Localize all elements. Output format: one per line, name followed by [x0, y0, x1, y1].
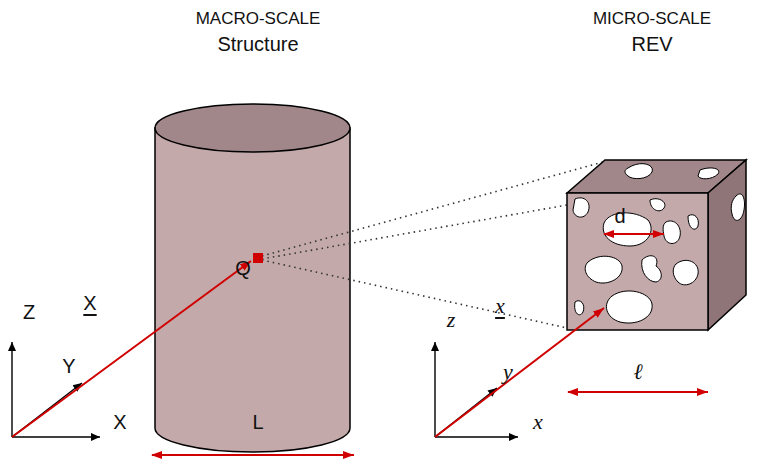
point-label: Q	[235, 258, 251, 278]
axis-label: Z	[23, 302, 35, 322]
vector-label: x	[495, 295, 505, 317]
heading: REV	[631, 34, 672, 54]
position-vector	[435, 308, 604, 437]
axis-label: y	[503, 361, 513, 383]
axis-label: z	[447, 309, 456, 331]
dimension-arrow	[568, 391, 708, 393]
vector-label: X	[83, 293, 96, 313]
pore-size-arrow	[604, 233, 664, 235]
dimension-label: d	[614, 206, 625, 226]
axis-label: x	[533, 411, 543, 433]
heading: Structure	[217, 34, 298, 54]
micro-axes	[435, 342, 518, 437]
axis-label: Y	[62, 356, 75, 376]
zoom-lines	[262, 162, 603, 328]
dimension-arrow	[152, 454, 354, 456]
point-marker	[253, 253, 263, 263]
pores	[573, 164, 745, 323]
scale-heading: MICRO-SCALE	[593, 10, 711, 27]
dimension-label: ℓ	[633, 361, 642, 383]
rev-cube	[567, 160, 746, 330]
dimension-label: L	[252, 412, 263, 432]
cylinder	[155, 104, 350, 452]
axis-label: X	[113, 412, 126, 432]
scale-heading: MACRO-SCALE	[196, 10, 321, 27]
position-vector	[12, 261, 251, 437]
macro-axes	[12, 342, 100, 437]
